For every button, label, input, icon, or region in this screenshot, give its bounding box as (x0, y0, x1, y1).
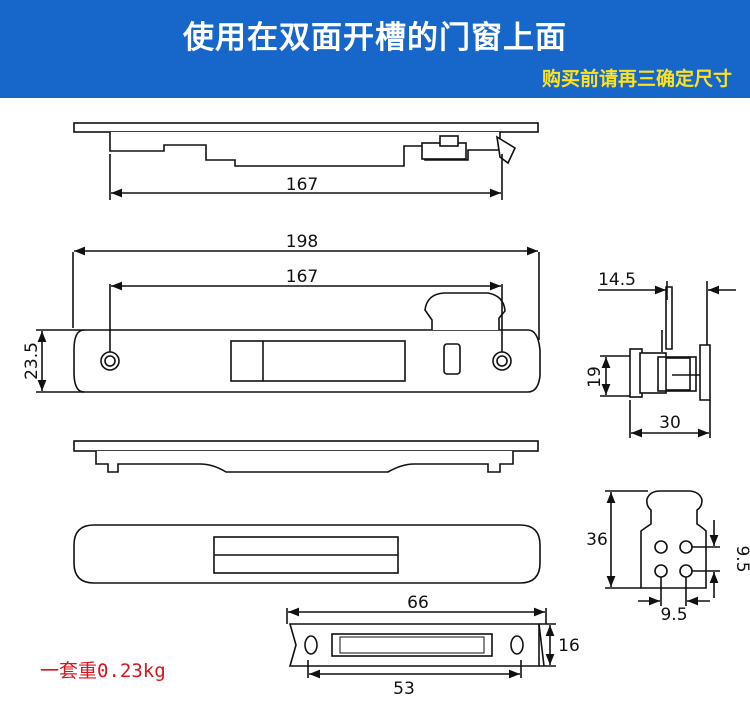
hook-detail-view (640, 490, 707, 589)
title-banner: 使用在双面开槽的门窗上面 购买前请再三确定尺寸 (0, 0, 750, 98)
top-side-view (73, 122, 539, 167)
dim-hook-horizontal-pitch: 9.5 (660, 605, 687, 625)
dim-side-height: 19 (585, 366, 605, 388)
dim-side-width: 30 (659, 413, 681, 433)
dim-keeper-length: 66 (407, 593, 429, 613)
front-plate-view (73, 292, 541, 393)
dim-keeper-height: 16 (558, 636, 580, 656)
banner-title: 使用在双面开槽的门窗上面 (183, 20, 567, 56)
bottom-side-view (73, 440, 539, 473)
dim-overall-length: 198 (286, 232, 318, 252)
dim-hook-height: 36 (586, 530, 608, 550)
dim-plate-height: 23.5 (22, 342, 42, 380)
weight-label: 一套重0.23kg (40, 660, 166, 682)
side-profile-view (629, 286, 711, 401)
dim-hook-vertical-pitch: 9.5 (732, 545, 750, 572)
dim-hole-spacing: 167 (286, 267, 318, 287)
dim-keeper-slot-length: 53 (393, 679, 415, 699)
dim-top-view-length: 167 (286, 175, 318, 195)
back-plate-view (73, 524, 541, 584)
keeper-plate-view (288, 623, 545, 667)
banner-note: 购买前请再三确定尺寸 (541, 68, 732, 90)
dim-side-depth: 14.5 (598, 270, 636, 290)
